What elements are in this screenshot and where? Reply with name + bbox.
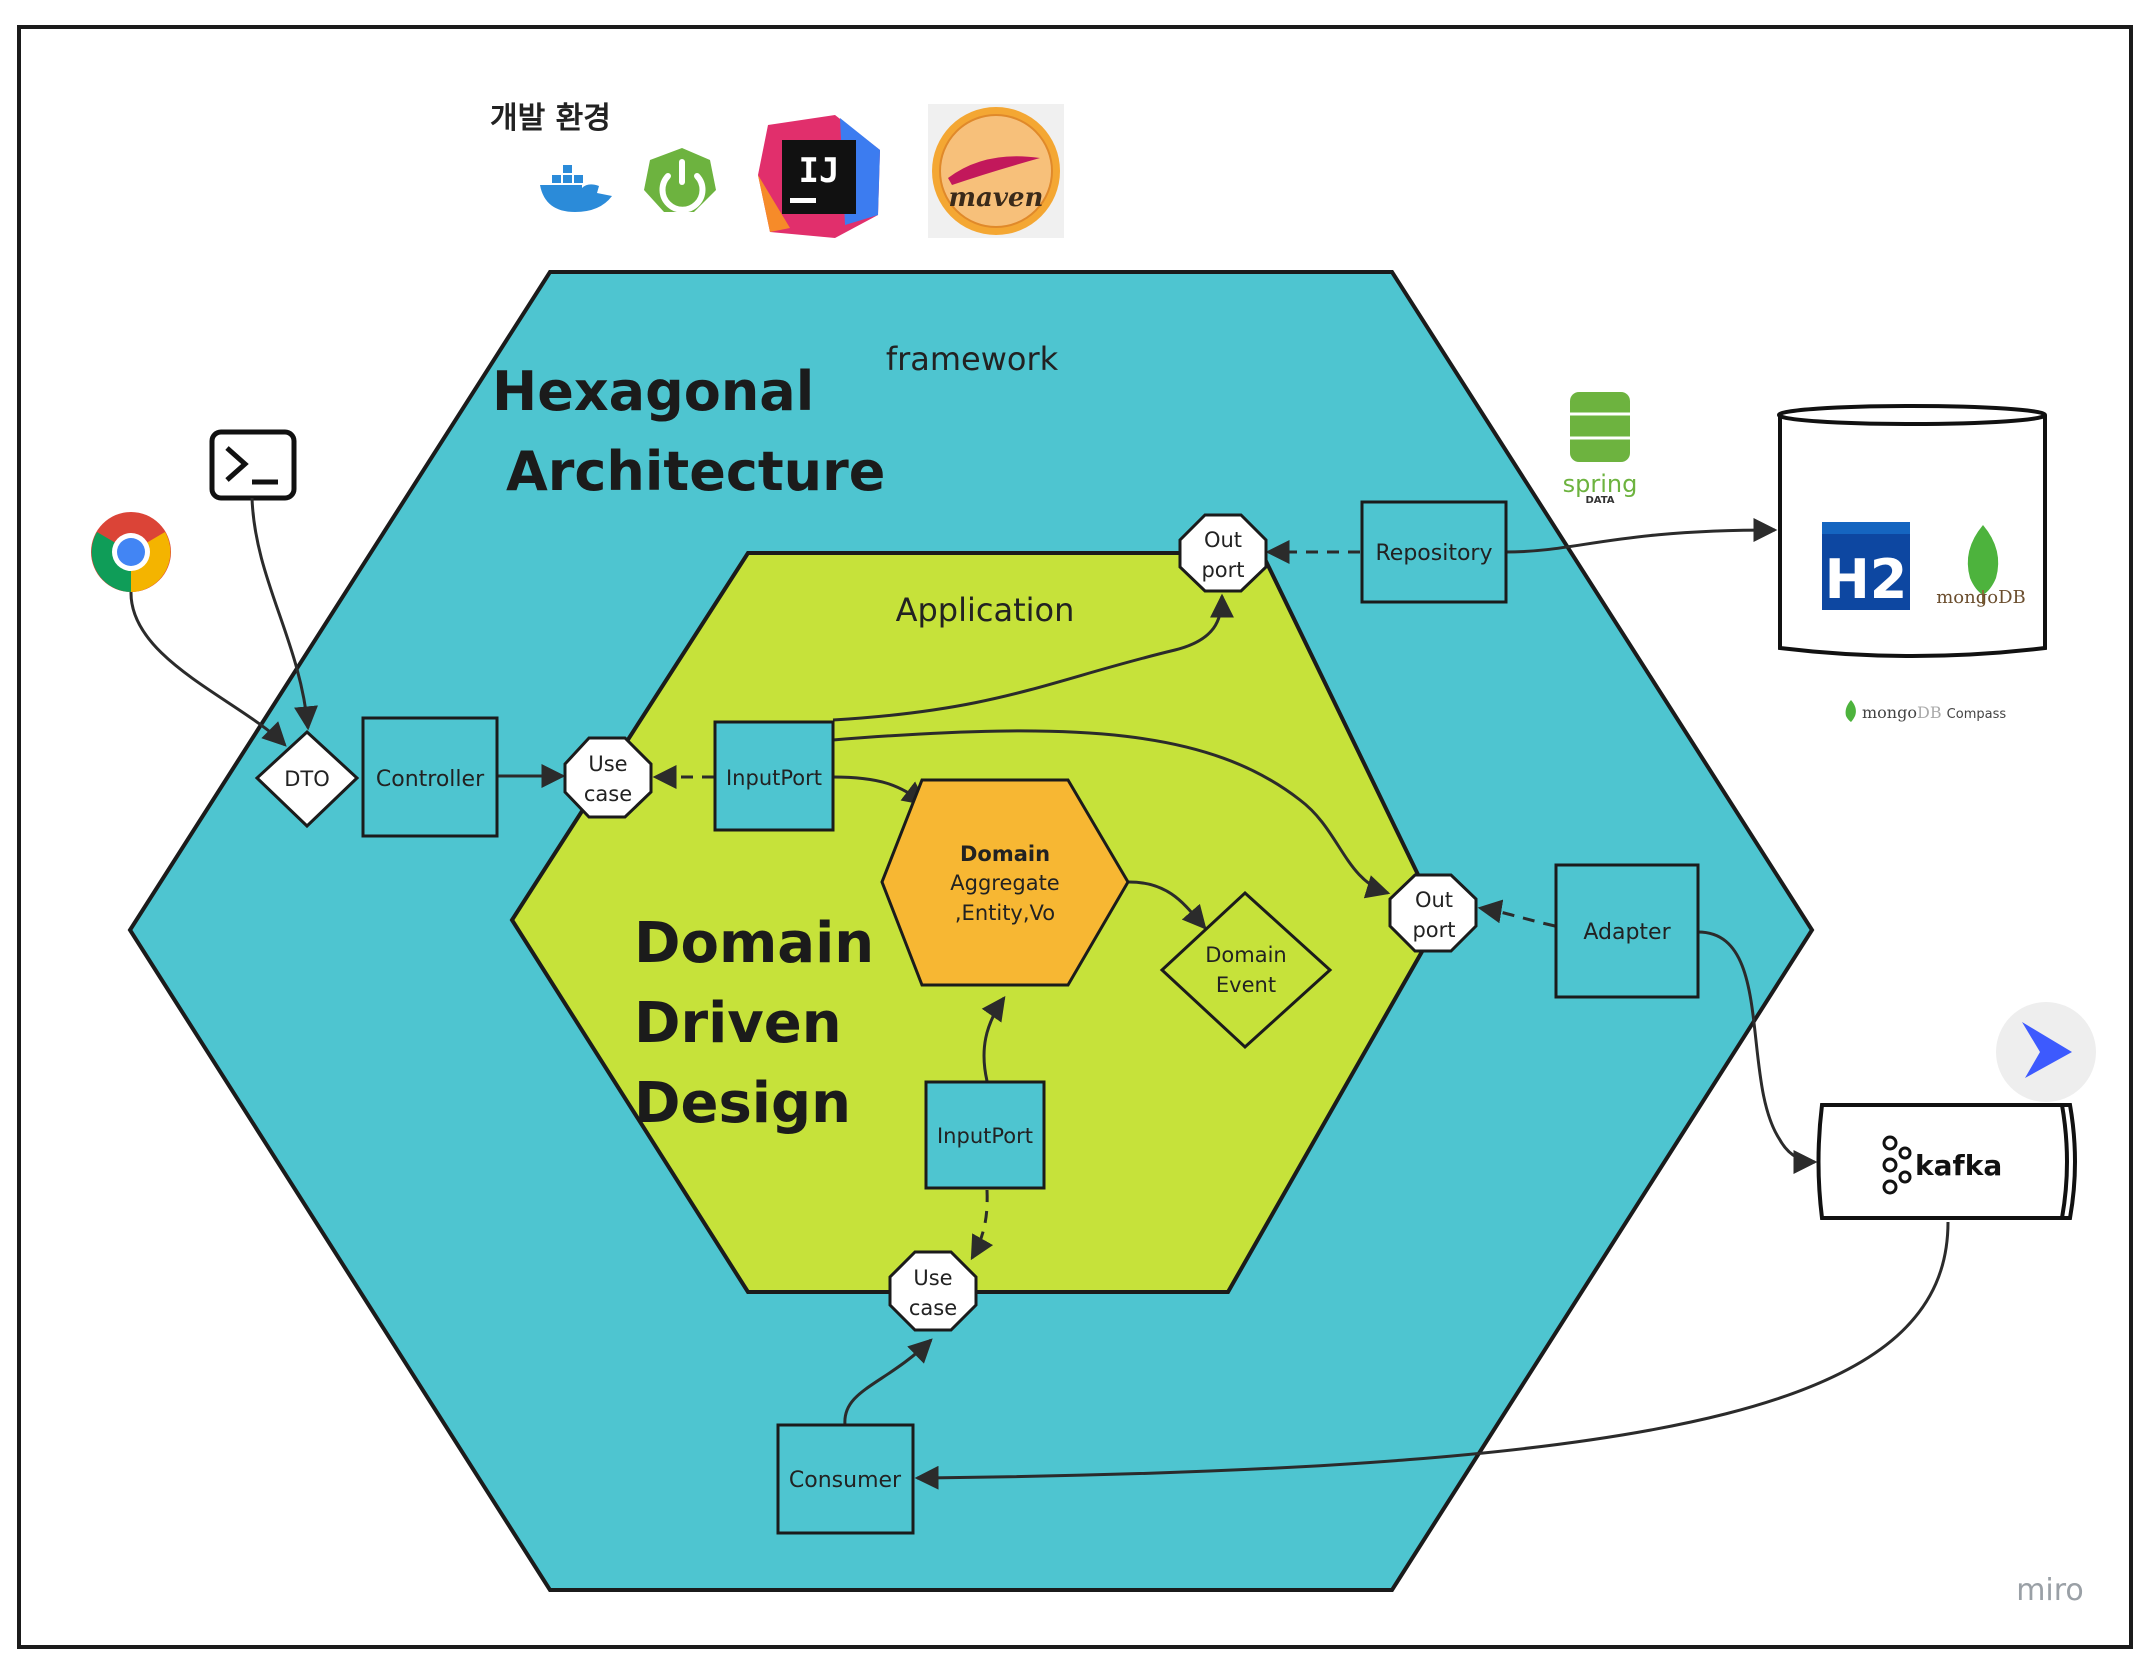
domain-event-node bbox=[1159, 890, 1333, 1050]
input-port-top-node bbox=[713, 720, 835, 832]
mongodb-compass-logo: mongoDB Compass bbox=[1845, 700, 2006, 722]
use-case-top-node bbox=[563, 736, 653, 819]
input-port-bottom-label: InputPort bbox=[937, 1124, 1033, 1148]
out-port-top-label-2: port bbox=[1201, 558, 1244, 582]
out-port-right-node bbox=[1388, 873, 1478, 953]
framework-label: framework bbox=[886, 340, 1059, 378]
spring-data-icon: spring DATA bbox=[1563, 392, 1638, 506]
mongodb-logo: mongoDB bbox=[1936, 525, 2026, 608]
adapter-node bbox=[1554, 863, 1700, 999]
domain-to-event-arrow bbox=[1128, 880, 1207, 930]
dev-env-label: 개발 환경 bbox=[490, 101, 611, 136]
domain-title: Domain bbox=[960, 842, 1050, 866]
use-case-bottom-label-2: case bbox=[909, 1296, 957, 1320]
ddd-title-line1: Domain bbox=[634, 911, 874, 976]
domain-node bbox=[880, 778, 1130, 987]
out-port-top-label-1: Out bbox=[1204, 528, 1242, 552]
chrome-to-dto-arrow bbox=[129, 591, 287, 747]
spring-boot-icon bbox=[644, 148, 716, 213]
svg-text:IJ: IJ bbox=[799, 151, 840, 191]
adapter-to-kafka-arrow bbox=[1697, 930, 1818, 1174]
svg-text:H2: H2 bbox=[1825, 548, 1908, 611]
dto-label: DTO bbox=[284, 767, 330, 791]
application-label: Application bbox=[896, 591, 1075, 629]
repository-node bbox=[1360, 500, 1508, 604]
use-case-bottom-label-1: Use bbox=[913, 1266, 952, 1290]
controller-node bbox=[361, 716, 499, 838]
kafka-to-consumer-arrow bbox=[914, 1221, 1950, 1490]
chrome-icon bbox=[91, 512, 171, 592]
svg-text:mongoDB Compass: mongoDB Compass bbox=[1862, 703, 2006, 722]
inputport-to-outport-right-arrow bbox=[832, 729, 1391, 899]
out-port-right-label-1: Out bbox=[1415, 888, 1453, 912]
inputport-bottom-to-usecase-dash bbox=[970, 1189, 994, 1261]
svg-text:spring: spring bbox=[1563, 470, 1638, 498]
kafka-icon: kafka bbox=[1882, 1135, 2002, 1195]
kafka-label: kafka bbox=[1915, 1149, 2002, 1182]
kafka-cylinder bbox=[1816, 1103, 2077, 1220]
kafka-ui-icon bbox=[1996, 1002, 2096, 1102]
domain-line-2: ,Entity,Vo bbox=[955, 901, 1055, 925]
repository-to-db-arrow bbox=[1504, 518, 1778, 554]
adapter-label: Adapter bbox=[1583, 920, 1671, 945]
use-case-top-label-2: case bbox=[584, 782, 632, 806]
inputport-bottom-to-domain-arrow bbox=[981, 996, 1006, 1082]
domain-event-label-1: Domain bbox=[1205, 943, 1287, 967]
svg-text:mongoDB: mongoDB bbox=[1936, 587, 2026, 608]
out-port-right-label-2: port bbox=[1412, 918, 1455, 942]
ddd-title-line3: Design bbox=[634, 1071, 851, 1136]
out-port-top-node bbox=[1178, 513, 1268, 593]
domain-event-label-2: Event bbox=[1216, 973, 1276, 997]
repository-label: Repository bbox=[1376, 541, 1493, 566]
dto-node bbox=[254, 729, 360, 829]
domain-line-1: Aggregate bbox=[950, 871, 1059, 895]
docker-icon bbox=[540, 165, 612, 212]
hexagonal-title-line1: Hexagonal bbox=[492, 360, 814, 423]
consumer-label: Consumer bbox=[789, 1468, 902, 1493]
terminal-to-dto-arrow bbox=[250, 497, 318, 731]
miro-watermark: miro bbox=[2016, 1573, 2084, 1608]
ddd-title-line2: Driven bbox=[634, 991, 842, 1056]
use-case-bottom-node bbox=[888, 1250, 978, 1332]
terminal-icon bbox=[209, 429, 297, 501]
adapter-to-outport-dash bbox=[1477, 899, 1556, 928]
consumer-node bbox=[776, 1423, 915, 1535]
use-case-top-label-1: Use bbox=[588, 752, 627, 776]
input-port-top-label: InputPort bbox=[726, 766, 822, 790]
h2-logo: H2 bbox=[1822, 522, 1910, 611]
inputport-to-outport-top-arrow bbox=[832, 593, 1234, 722]
consumer-to-usecase-arrow bbox=[843, 1338, 933, 1426]
maven-logo: maven bbox=[928, 104, 1064, 238]
hexagonal-title-line2: Architecture bbox=[506, 440, 885, 503]
controller-label: Controller bbox=[376, 767, 485, 792]
input-port-bottom-node bbox=[924, 1080, 1046, 1190]
database-cylinder bbox=[1777, 404, 2047, 658]
svg-text:maven: maven bbox=[949, 183, 1044, 213]
intellij-icon: IJ bbox=[758, 115, 880, 238]
svg-text:DATA: DATA bbox=[1585, 495, 1614, 506]
